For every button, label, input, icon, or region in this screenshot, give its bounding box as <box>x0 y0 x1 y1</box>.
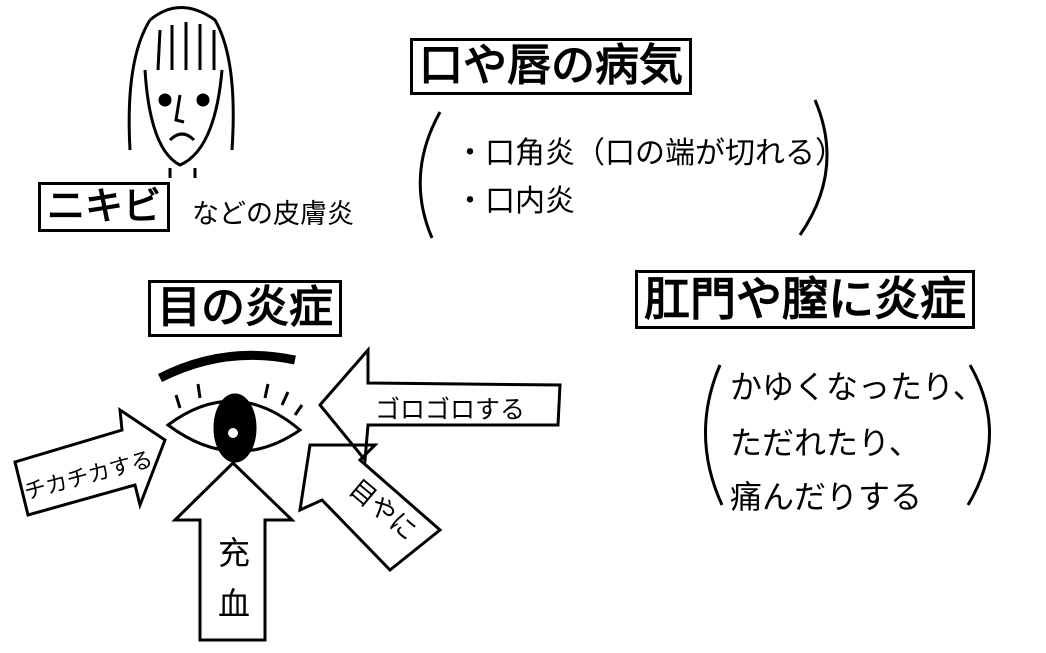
anal-title: 肛門や膣に炎症 <box>635 270 975 329</box>
mouth-item-2: ・口内炎 <box>455 184 575 219</box>
skin-suffix: などの皮膚炎 <box>192 199 354 230</box>
right-paren-mouth <box>798 99 829 236</box>
eyebrow <box>157 350 296 383</box>
mouth-item-1: ・口角炎（口の端が切れる） <box>455 136 845 171</box>
left-paren-mouth <box>418 111 442 239</box>
arrow-chikachika <box>13 406 167 517</box>
label-gorogoro: ゴロゴロする <box>375 395 526 424</box>
arrow-meyani <box>298 443 443 573</box>
left-paren-anal <box>704 364 724 506</box>
eye-drawing <box>165 383 304 463</box>
skin-title: ニキビ <box>38 182 171 232</box>
arrow-juketsu <box>171 460 296 642</box>
anal-line-3: 痛んだりする <box>730 478 923 516</box>
mouth-title: 口や唇の病気 <box>410 38 692 95</box>
face-illustration <box>127 6 235 178</box>
label-juketsu: 充血 <box>218 534 251 624</box>
anal-line-2: ただれたり、 <box>730 424 921 462</box>
eye-title: 目の炎症 <box>148 280 342 337</box>
anal-line-1: かゆくなったり、 <box>730 368 985 406</box>
right-paren-anal <box>966 364 991 506</box>
